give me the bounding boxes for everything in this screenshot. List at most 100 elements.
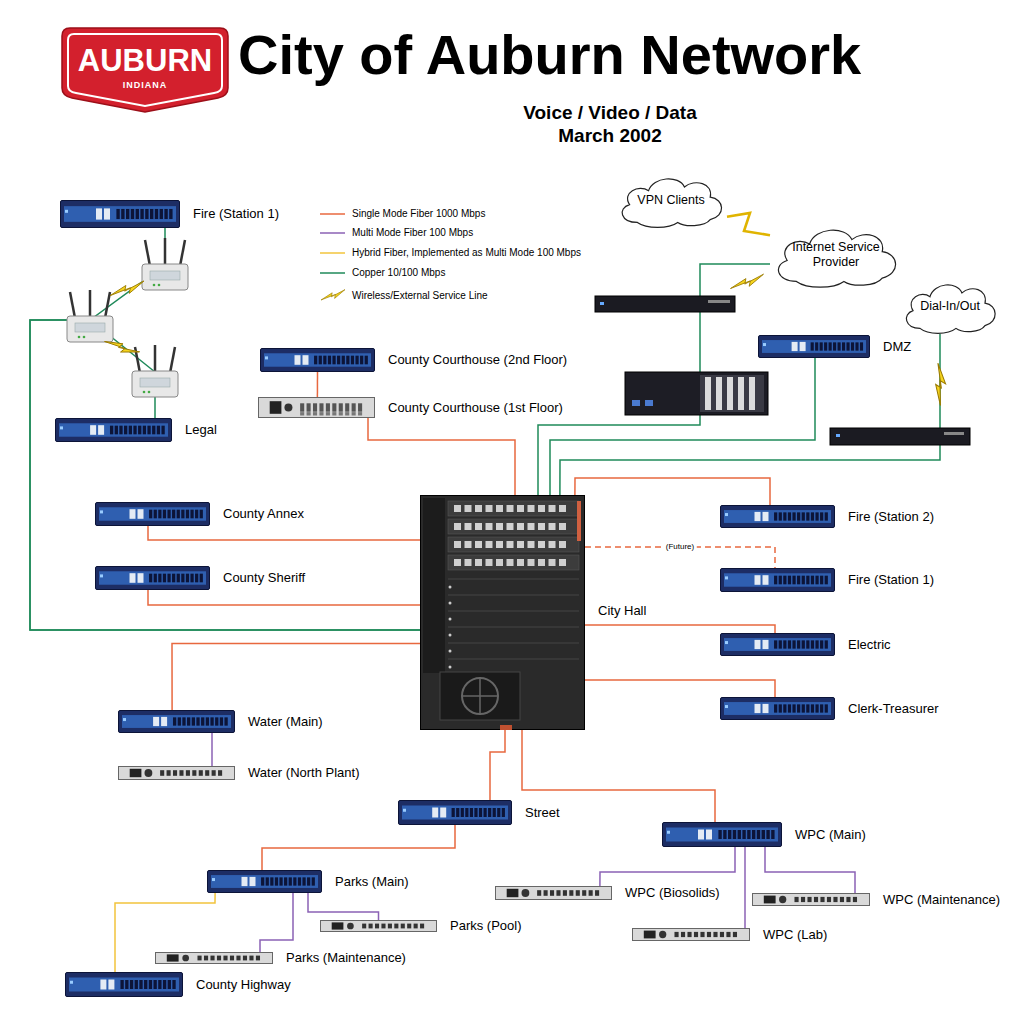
device-label: Parks (Pool) — [450, 919, 522, 934]
network-link — [211, 733, 213, 766]
network-switch: Fire (Station 2) — [720, 505, 835, 528]
subtitle: Voice / Video / Data — [440, 102, 780, 124]
network-link — [30, 228, 420, 630]
network-link — [30, 320, 420, 630]
device-label: City Hall — [598, 604, 646, 619]
router — [595, 296, 735, 312]
firewall — [625, 372, 768, 415]
device-icon — [420, 495, 585, 730]
cloud-label: VPN Clients — [637, 193, 704, 208]
device-icon — [65, 972, 183, 997]
device-icon — [632, 928, 750, 941]
network-link — [560, 334, 940, 495]
wireless-access-point — [142, 238, 188, 290]
network-link — [600, 847, 735, 886]
network-link — [317, 372, 319, 397]
network-switch: County Highway — [65, 972, 183, 997]
network-switch: County Annex — [95, 502, 210, 526]
device-icon — [662, 822, 782, 847]
network-link — [148, 590, 420, 605]
network-switch: DMZ — [758, 335, 870, 358]
network-switch: Parks (Maintenance) — [155, 952, 273, 964]
network-cloud: Internet Service Provider — [770, 222, 902, 288]
device-label: Electric — [848, 637, 891, 652]
wireless-bolt — [110, 281, 144, 296]
device-icon — [720, 505, 835, 528]
device-label: Fire (Station 1) — [848, 573, 934, 588]
network-switch: WPC (Maintenance) — [752, 893, 870, 906]
device-label: WPC (Main) — [795, 827, 866, 842]
network-link — [744, 847, 746, 928]
wireless-access-point — [67, 290, 113, 342]
network-switch: Clerk-Treasurer — [720, 697, 835, 720]
wireless-bolt — [104, 330, 140, 363]
device-icon — [320, 920, 437, 932]
network-switch: WPC (Main) — [662, 822, 782, 847]
device-icon — [60, 200, 180, 228]
network-link — [368, 418, 515, 495]
device-icon — [95, 566, 210, 590]
device-icon — [258, 397, 375, 418]
device-label: County Courthouse (2nd Floor) — [388, 353, 567, 368]
cloud-label: Internet Service Provider — [785, 240, 887, 270]
device-label: Clerk-Treasurer — [848, 701, 939, 716]
network-switch: Water (North Plant) — [118, 766, 235, 780]
logo-text: INDIANA — [62, 80, 228, 90]
device-icon — [118, 710, 235, 733]
network-switch: Fire (Station 1) — [720, 568, 835, 592]
device-icon — [720, 697, 835, 720]
wireless-bolt — [925, 363, 954, 405]
subtitle: March 2002 — [440, 125, 780, 147]
device-icon — [118, 766, 235, 780]
network-switch: Water (Main) — [118, 710, 235, 733]
network-link — [585, 625, 775, 633]
device-label: Water (North Plant) — [248, 766, 360, 781]
network-link — [585, 680, 775, 697]
device-label: WPC (Maintenance) — [883, 892, 1000, 907]
cloud-label: Dial-In/Out — [920, 299, 980, 314]
device-label: WPC (Lab) — [763, 927, 827, 942]
device-icon — [495, 886, 612, 900]
network-switch: Parks (Pool) — [320, 920, 437, 932]
network-switch: County Courthouse (1st Floor) — [258, 397, 375, 418]
network-link — [490, 730, 505, 800]
device-icon — [260, 348, 375, 372]
network-link — [148, 526, 420, 540]
device-label: County Annex — [223, 507, 304, 522]
device-label: County Highway — [196, 977, 291, 992]
legend-text: Hybrid Fiber, Implemented as Multi Mode … — [352, 246, 581, 260]
legend-samples — [320, 214, 345, 300]
legend-text: Single Mode Fiber 1000 Mbps — [352, 207, 485, 221]
device-label: Water (Main) — [248, 714, 323, 729]
device-label: County Courthouse (1st Floor) — [388, 400, 563, 415]
network-cloud: VPN Clients — [615, 172, 727, 228]
network-switch: WPC (Lab) — [632, 928, 750, 941]
device-icon — [207, 870, 322, 893]
legend-text: Wireless/External Service Line — [352, 289, 488, 303]
device-label: DMZ — [883, 339, 911, 354]
logo-text: AUBURN — [62, 43, 228, 79]
link-label: (Future) — [663, 542, 697, 552]
network-switch: County Courthouse (2nd Floor) — [260, 348, 375, 372]
network-switch: Street — [398, 800, 512, 825]
diagram-title: City of Auburn Network — [238, 24, 861, 86]
device-icon — [398, 800, 512, 825]
device-icon — [720, 568, 835, 592]
device-icon — [720, 633, 835, 656]
network-link — [550, 358, 815, 495]
network-link — [308, 893, 379, 920]
device-label: County Sheriff — [223, 571, 305, 586]
device-label: Parks (Maintenance) — [286, 951, 406, 966]
wireless-access-point — [132, 345, 178, 397]
network-switch: WPC (Biosolids) — [495, 886, 612, 900]
device-label: Legal — [185, 423, 217, 438]
core-switch-chassis: City Hall — [420, 495, 585, 730]
device-icon — [95, 502, 210, 526]
network-link — [172, 644, 420, 711]
device-icon — [55, 418, 172, 442]
network-cloud: Dial-In/Out — [900, 278, 1000, 334]
network-link — [575, 478, 770, 505]
network-switch: Legal — [55, 418, 172, 442]
wireless-link — [727, 213, 770, 235]
